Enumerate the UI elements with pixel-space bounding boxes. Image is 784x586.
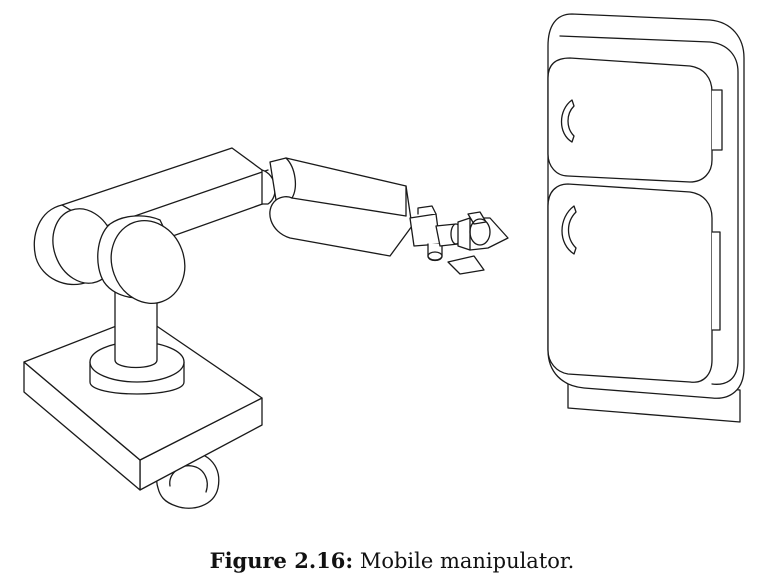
refrigerator-upper-door	[547, 57, 723, 183]
gripper	[447, 211, 509, 275]
figure-caption: Figure 2.16: Mobile manipulator.	[0, 548, 784, 573]
mobile-robot	[23, 147, 509, 509]
wrist-joint	[409, 205, 462, 262]
shoulder-joint-front	[97, 215, 186, 304]
caption-text: Mobile manipulator.	[359, 549, 575, 573]
upper-door-handle	[560, 99, 575, 143]
forearm-link	[269, 157, 413, 257]
refrigerator-lower-door	[547, 183, 721, 383]
refrigerator	[547, 13, 745, 423]
lower-door-handle	[561, 205, 577, 255]
caption-label: Figure 2.16:	[209, 548, 354, 573]
